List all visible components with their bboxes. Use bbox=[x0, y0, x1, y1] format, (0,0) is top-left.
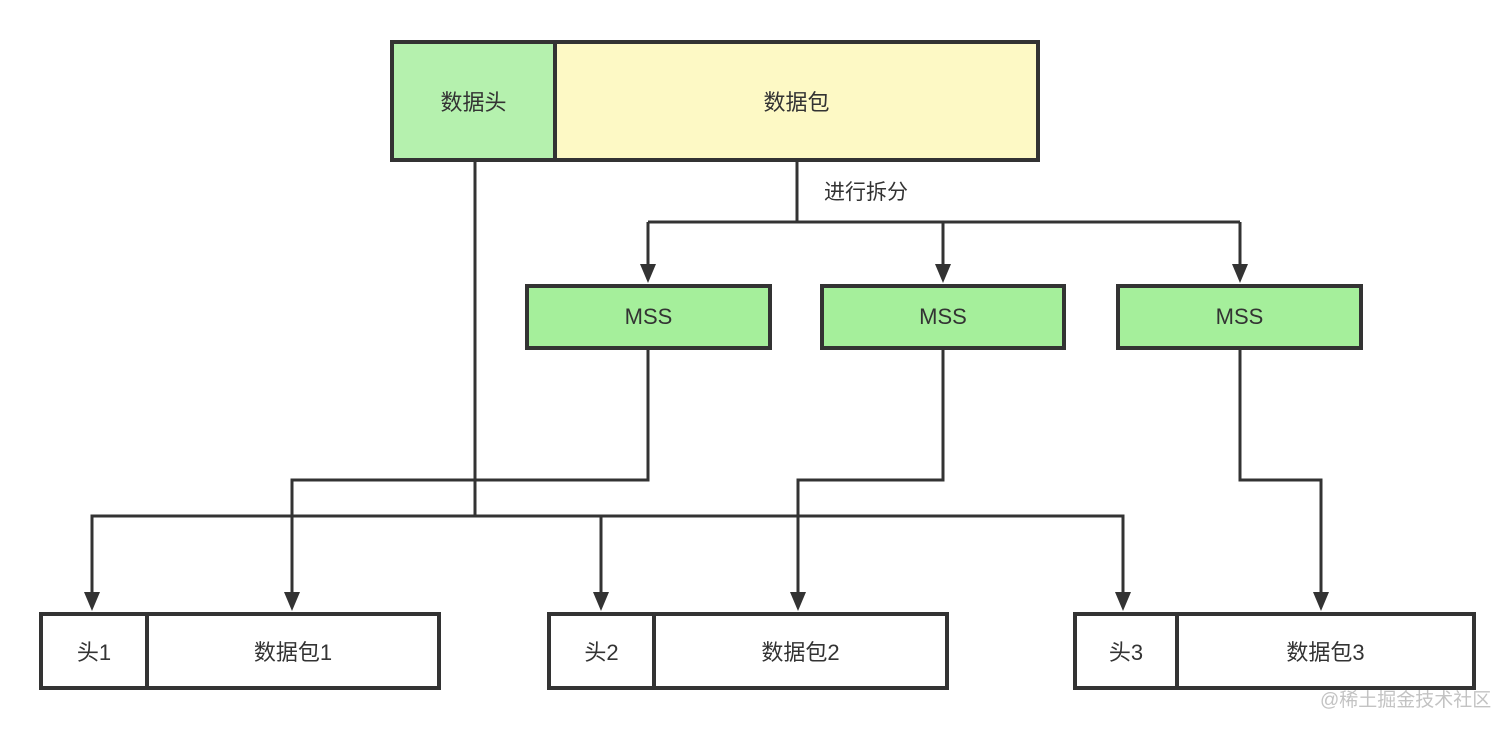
segment-packet-label: 数据包2 bbox=[761, 640, 840, 665]
arrow-down-icon bbox=[935, 264, 951, 283]
segment-head-cell: 头3 bbox=[1077, 616, 1179, 686]
arrow-down-icon bbox=[790, 592, 806, 611]
mss-label: MSS bbox=[919, 304, 967, 329]
mss-node-3: MSS bbox=[1116, 284, 1363, 350]
watermark: @稀土掘金技术社区 bbox=[1320, 690, 1492, 711]
segment-packet-label: 数据包3 bbox=[1286, 640, 1365, 665]
segment-packet-label: 数据包1 bbox=[253, 640, 333, 665]
connector-mss1-to-packet1 bbox=[290, 350, 650, 593]
arrow-down-icon bbox=[1313, 592, 1329, 611]
segment-head-label: 头1 bbox=[76, 640, 112, 665]
source-header-label: 数据头 bbox=[440, 90, 507, 115]
mss-label: MSS bbox=[624, 304, 673, 329]
arrow-down-icon bbox=[593, 592, 609, 611]
arrow-down-icon bbox=[84, 592, 100, 611]
mss-node-1: MSS bbox=[525, 284, 772, 350]
source-packet-label: 数据包 bbox=[763, 90, 830, 115]
mss-node-2: MSS bbox=[820, 284, 1066, 350]
connector-mss2-to-packet2 bbox=[796, 350, 945, 593]
source-packet-box: 数据头 数据包 bbox=[390, 40, 1040, 162]
segment-head-label: 头2 bbox=[584, 640, 619, 665]
source-packet-cell: 数据包 bbox=[557, 44, 1036, 158]
segment-head-label: 头3 bbox=[1108, 640, 1144, 665]
segment-head-cell: 头1 bbox=[43, 616, 149, 686]
connector-mss3-to-packet3 bbox=[1238, 350, 1323, 593]
result-segment-3: 头3 数据包3 bbox=[1073, 612, 1476, 690]
arrow-down-icon bbox=[1115, 592, 1131, 611]
mss-label: MSS bbox=[1215, 304, 1264, 329]
source-header-cell: 数据头 bbox=[394, 44, 557, 158]
segment-packet-cell: 数据包3 bbox=[1179, 616, 1472, 686]
arrow-down-icon bbox=[284, 592, 300, 611]
segment-packet-cell: 数据包2 bbox=[656, 616, 945, 686]
segment-head-cell: 头2 bbox=[551, 616, 656, 686]
arrow-down-icon bbox=[640, 264, 656, 283]
arrow-down-icon bbox=[1232, 264, 1248, 283]
segment-packet-cell: 数据包1 bbox=[149, 616, 437, 686]
result-segment-1: 头1 数据包1 bbox=[39, 612, 441, 690]
result-segment-2: 头2 数据包2 bbox=[547, 612, 949, 690]
split-annotation: 进行拆分 bbox=[824, 181, 908, 204]
lower-bus bbox=[90, 514, 1125, 593]
